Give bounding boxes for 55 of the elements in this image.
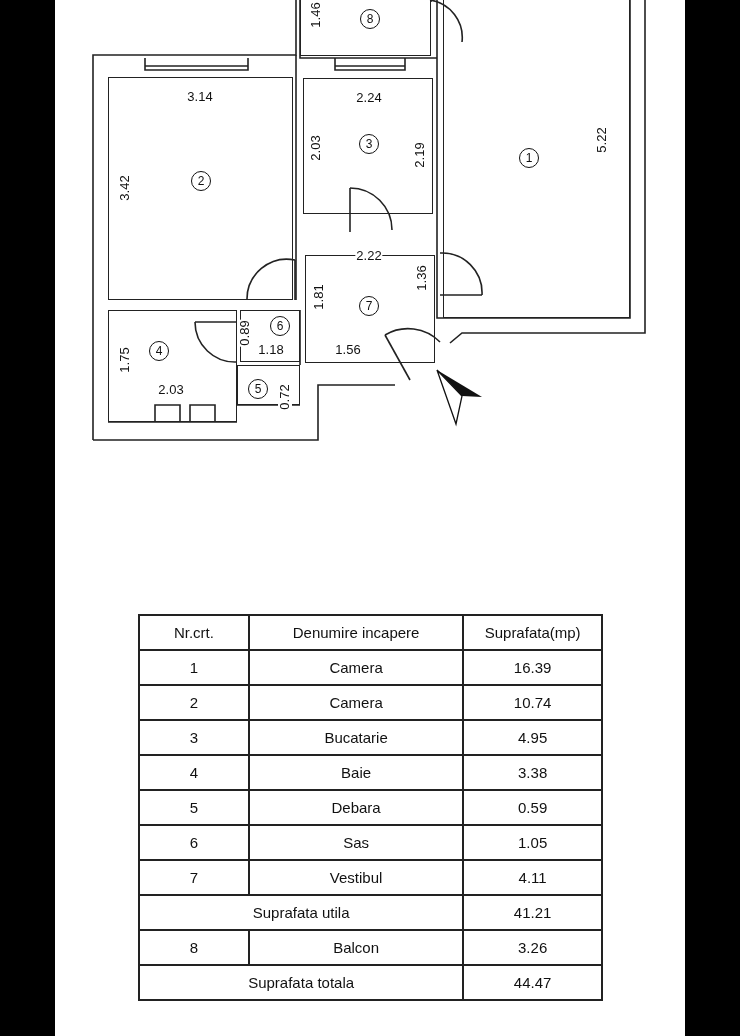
- room-number: 3: [359, 134, 379, 154]
- dimension-label: 2.19: [413, 141, 427, 169]
- dimension-label: 1.36: [415, 264, 429, 292]
- dimension-label: 3.42: [118, 174, 132, 202]
- table-cell: Suprafata(mp): [463, 615, 602, 650]
- table-cell: 5: [139, 790, 249, 825]
- room-number: 6: [270, 316, 290, 336]
- dimension-label: 1.18: [257, 343, 285, 357]
- table-cell: 16.39: [463, 650, 602, 685]
- table-cell: 1.05: [463, 825, 602, 860]
- table-cell: Denumire incapere: [248, 615, 464, 650]
- table-cell: 3: [139, 720, 249, 755]
- room-number: 2: [191, 171, 211, 191]
- dimension-label: 2.03: [309, 134, 323, 162]
- table-cell: Camera: [248, 685, 464, 720]
- table-cell: 6: [139, 825, 249, 860]
- dimension-label: 3.14: [186, 90, 214, 104]
- table-cell: 0.59: [463, 790, 602, 825]
- table-cell: 3.26: [463, 930, 602, 965]
- table-cell: Suprafata utila: [139, 895, 464, 930]
- dimension-label: 1.81: [312, 283, 326, 311]
- room-number: 4: [149, 341, 169, 361]
- table-cell: 4: [139, 755, 249, 790]
- table-cell: Sas: [248, 825, 464, 860]
- dimension-label: 2.03: [157, 383, 185, 397]
- room-number: 5: [248, 379, 268, 399]
- table-cell: 10.74: [463, 685, 602, 720]
- room-number: 1: [519, 148, 539, 168]
- table-cell: Camera: [248, 650, 464, 685]
- table-cell: Vestibul: [248, 860, 464, 895]
- dimension-label: 1.46: [309, 1, 323, 29]
- dimension-label: 5.22: [595, 126, 609, 154]
- table-cell: 8: [139, 930, 249, 965]
- table-cell: 41.21: [463, 895, 602, 930]
- table-cell: 4.11: [463, 860, 602, 895]
- table-cell: Balcon: [248, 930, 464, 965]
- table-cell: Bucatarie: [248, 720, 464, 755]
- room-number: 7: [359, 296, 379, 316]
- table-cell: Suprafata totala: [139, 965, 464, 1000]
- dimension-label: 2.22: [355, 249, 383, 263]
- table-cell: 44.47: [463, 965, 602, 1000]
- dimension-label: 2.24: [355, 91, 383, 105]
- table-cell: Nr.crt.: [139, 615, 249, 650]
- dimension-label: 0.72: [278, 383, 292, 411]
- table-cell: 1: [139, 650, 249, 685]
- table-cell: Baie: [248, 755, 464, 790]
- dimension-label: 0.89: [238, 319, 252, 347]
- table-cell: 7: [139, 860, 249, 895]
- table-cell: Debara: [248, 790, 464, 825]
- dimension-label: 1.75: [118, 346, 132, 374]
- room-number: 8: [360, 9, 380, 29]
- table-cell: 3.38: [463, 755, 602, 790]
- table-cell: 4.95: [463, 720, 602, 755]
- dimension-label: 1.56: [334, 343, 362, 357]
- table-cell: 2: [139, 685, 249, 720]
